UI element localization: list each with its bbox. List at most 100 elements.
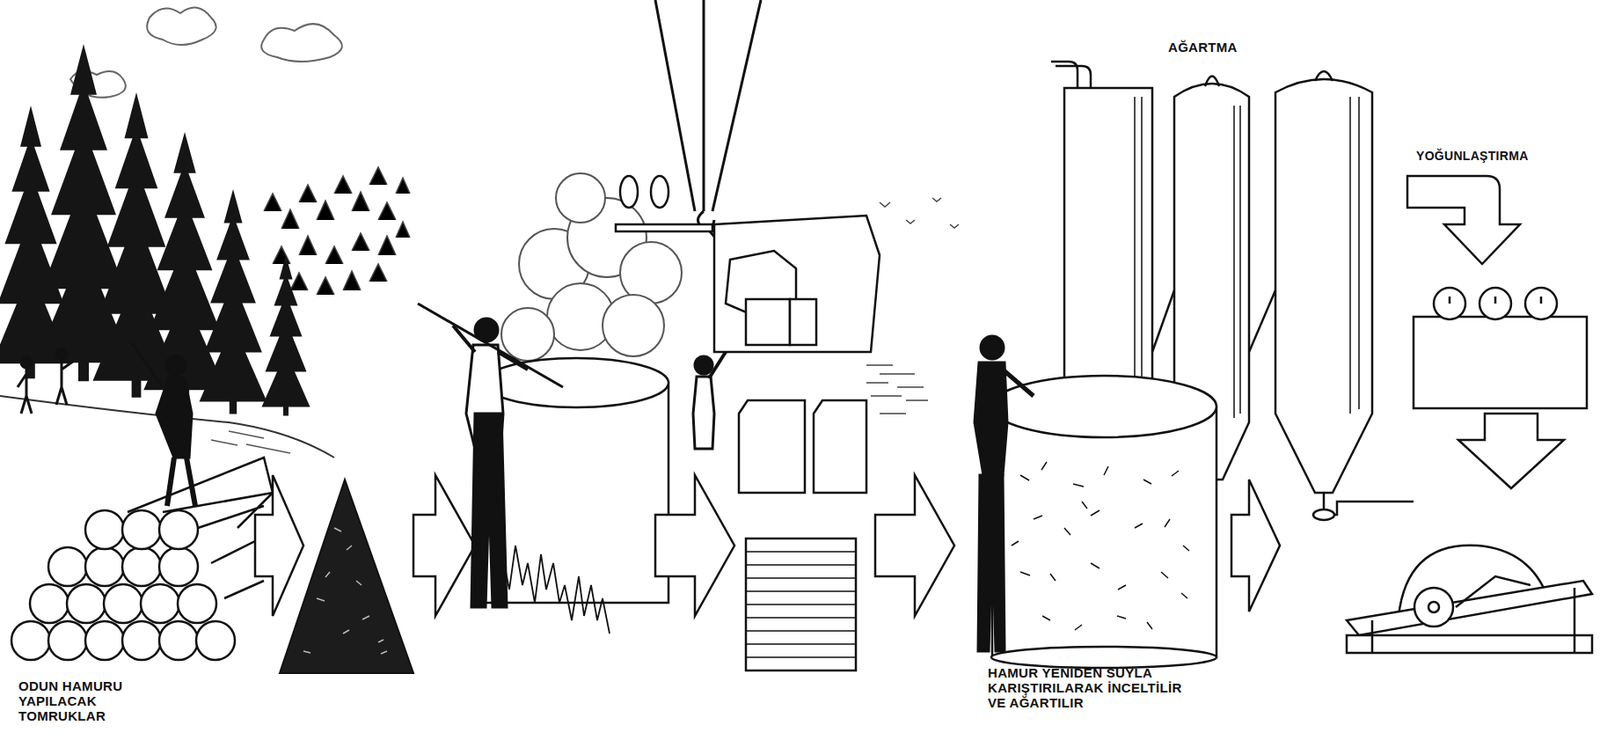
silo-pipe — [1315, 71, 1333, 81]
steam-clouds — [501, 173, 682, 361]
worker-head — [21, 357, 32, 368]
worker-body — [693, 376, 715, 449]
log-end — [177, 584, 217, 623]
worker-head — [56, 348, 67, 359]
press-worker — [693, 351, 726, 449]
thickener — [1413, 287, 1587, 409]
gauge — [620, 175, 638, 208]
steam-puff — [501, 307, 555, 361]
striped-bale — [745, 538, 856, 671]
log-end — [85, 547, 125, 586]
bale-block — [738, 400, 805, 493]
steam-puff — [602, 294, 665, 357]
process-arrow — [655, 474, 735, 616]
log-end — [85, 621, 125, 660]
ground-hatching — [211, 431, 291, 453]
sheet-machine — [1346, 545, 1593, 653]
worker-arms — [452, 325, 528, 370]
worker-legs — [978, 474, 1005, 651]
worker-body — [17, 367, 32, 414]
caption-label: YOĞUNLAŞTIRMA — [1416, 149, 1597, 164]
process-arrow — [413, 474, 475, 616]
mixing-vat — [991, 375, 1217, 668]
log-end — [48, 547, 88, 586]
worker-head — [694, 356, 713, 374]
vat-worker — [417, 303, 563, 607]
process-arrow — [1407, 175, 1520, 264]
stacked-bale — [789, 299, 817, 345]
log-end — [196, 621, 235, 660]
pulp-bales — [738, 400, 867, 671]
log-end — [66, 584, 106, 623]
machine-table — [1346, 580, 1593, 636]
worker-head — [166, 355, 186, 375]
tree — [199, 189, 268, 415]
bale-block — [813, 400, 867, 493]
drive-wheel — [1414, 587, 1454, 627]
press-house — [615, 175, 880, 352]
crane-cable — [655, 0, 761, 212]
log-end — [159, 510, 198, 549]
log-end — [103, 584, 143, 623]
birds — [879, 197, 959, 228]
wheel-hub — [1428, 601, 1440, 613]
silo — [1275, 79, 1373, 493]
worker-overalls — [471, 413, 507, 607]
vat-body — [992, 406, 1217, 658]
caption-label: AĞARTMA — [1168, 40, 1292, 56]
machine-base — [1346, 635, 1593, 653]
worker-legs — [167, 457, 196, 506]
digester-vat — [483, 357, 669, 634]
worker-torso — [974, 362, 1008, 475]
machine-frame — [1372, 576, 1575, 653]
building-wall — [714, 215, 880, 352]
worker-body — [56, 358, 74, 405]
silo-shading — [1134, 96, 1359, 418]
forest-workers — [17, 348, 74, 414]
process-arrow — [255, 474, 304, 616]
process-arrow — [1231, 479, 1280, 612]
crane — [655, 0, 770, 260]
thickener-box — [1413, 316, 1587, 409]
fire-flames — [496, 545, 610, 634]
conifer-trees — [0, 43, 310, 417]
worker-head — [980, 336, 1004, 359]
vat-rim — [991, 375, 1217, 438]
tree — [262, 255, 311, 417]
stacked-bale — [745, 299, 790, 345]
log-end — [122, 510, 161, 549]
vat-rim — [483, 357, 669, 408]
log-end — [122, 547, 161, 586]
process-arrow — [875, 474, 955, 616]
log-end — [122, 621, 161, 660]
worker-torso — [156, 376, 192, 458]
gauge — [650, 175, 669, 208]
log-end — [85, 510, 125, 549]
chip-heap — [279, 479, 414, 673]
vat-bottom — [991, 646, 1217, 668]
vat-worker — [974, 336, 1034, 651]
axe-handle — [131, 343, 163, 388]
balcony — [615, 224, 713, 232]
caption-label: ODUN HAMURU YAPILACAK TOMRUKLAR — [18, 679, 147, 724]
log-stack — [11, 457, 273, 660]
log-end — [48, 621, 88, 660]
tree — [143, 131, 227, 405]
process-arrow — [1458, 413, 1564, 489]
pole — [417, 303, 563, 388]
log-end — [140, 584, 180, 623]
lumberjack — [131, 343, 196, 506]
chip-pile — [279, 479, 414, 673]
log-end — [11, 621, 51, 660]
log-end — [159, 547, 198, 586]
outlet-valve — [1313, 509, 1335, 520]
silo-pipe — [1051, 61, 1091, 88]
log-end — [159, 621, 198, 660]
water-lines — [866, 365, 928, 414]
tree — [0, 105, 70, 379]
pulp-fibres — [1011, 461, 1190, 630]
worker-arm — [1002, 369, 1034, 396]
